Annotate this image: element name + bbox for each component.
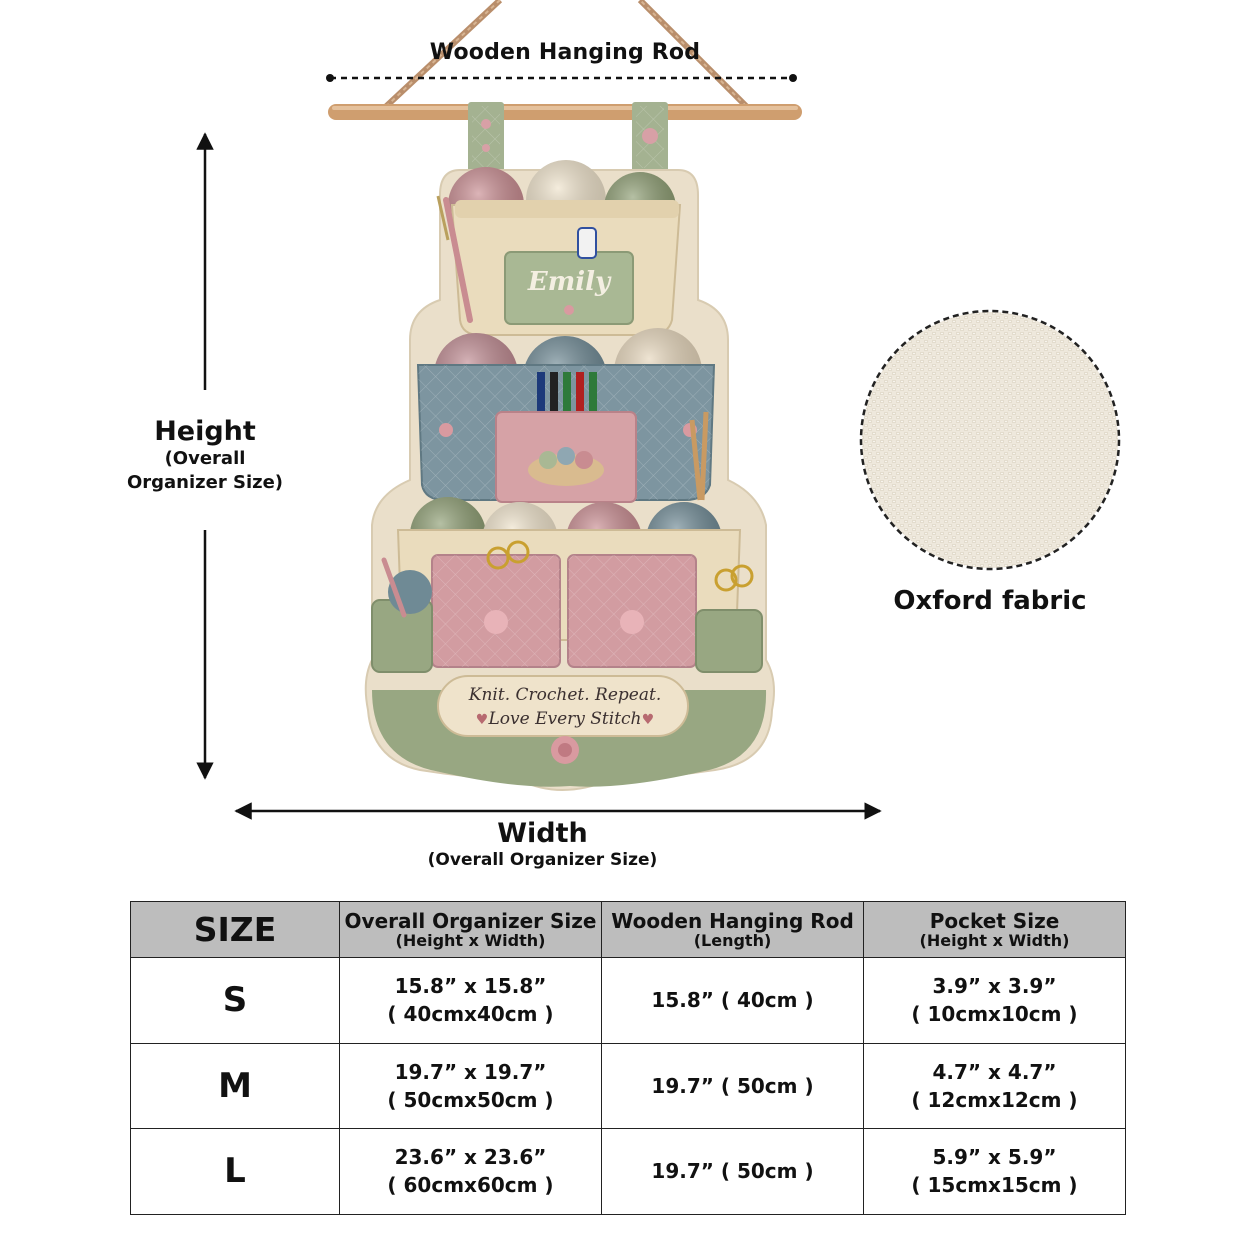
- size-table: SIZE Overall Organizer Size (Height x Wi…: [130, 901, 1126, 1215]
- header-size: SIZE: [130, 901, 340, 958]
- header-rod-sub: (Length): [693, 930, 772, 950]
- header-pocket-sub: (Height x Width): [919, 930, 1070, 950]
- name-tag-text: Emily: [527, 267, 612, 297]
- height-subtitle-1: (Overall: [164, 448, 246, 469]
- rod-length-cell: 15.8” ( 40cm ): [601, 957, 864, 1044]
- pocket-cm: ( 15cmx15cm ): [911, 1173, 1078, 1198]
- fabric-swatch: [859, 309, 1121, 571]
- table-header-row: SIZE Overall Organizer Size (Height x Wi…: [130, 901, 1126, 958]
- banner-line-2: Love Every Stitch: [487, 709, 641, 729]
- pocket-size-cell: 4.7” x 4.7” ( 12cmx12cm ): [863, 1042, 1126, 1129]
- header-pocket-main: Pocket Size: [929, 908, 1060, 933]
- top-basket: Emily: [436, 160, 682, 336]
- overall-inches: 15.8” x 15.8”: [394, 974, 547, 999]
- size-cell: M: [130, 1042, 340, 1129]
- table-row: S 15.8” x 15.8” ( 40cmx40cm ) 15.8” ( 40…: [130, 957, 1126, 1044]
- table-row: L 23.6” x 23.6” ( 60cmx60cm ) 19.7” ( 50…: [130, 1128, 1126, 1215]
- width-subtitle: (Overall Organizer Size): [427, 850, 658, 870]
- header-rod: Wooden Hanging Rod (Length): [601, 901, 864, 958]
- heart-icon: ♥: [476, 712, 489, 728]
- overall-cm: ( 60cmx60cm ): [387, 1173, 554, 1198]
- pocket-cm: ( 10cmx10cm ): [911, 1002, 1078, 1027]
- header-rod-main: Wooden Hanging Rod: [611, 908, 854, 933]
- overall-size-cell: 19.7” x 19.7” ( 50cmx50cm ): [339, 1042, 602, 1129]
- size-cell: S: [130, 957, 340, 1044]
- width-dimension-label: Width (Overall Organizer Size): [380, 818, 705, 871]
- rod-dimension-label: Wooden Hanging Rod: [429, 40, 701, 65]
- banner-line-1: Knit. Crochet. Repeat.: [468, 685, 661, 705]
- overall-size-cell: 15.8” x 15.8” ( 40cmx40cm ): [339, 957, 602, 1044]
- height-dimension-label: Height (Overall Organizer Size): [110, 416, 300, 495]
- heart-icon: ♥: [642, 712, 655, 728]
- overall-inches: 23.6” x 23.6”: [394, 1145, 547, 1170]
- overall-size-cell: 23.6” x 23.6” ( 60cmx60cm ): [339, 1128, 602, 1215]
- pocket-cm: ( 12cmx12cm ): [911, 1087, 1078, 1112]
- overall-inches: 19.7” x 19.7”: [394, 1059, 547, 1084]
- hanging-rope: [377, 0, 755, 115]
- rod-length-cell: 19.7” ( 50cm ): [601, 1128, 864, 1215]
- wooden-rod: [328, 104, 802, 120]
- middle-basket: [416, 328, 716, 503]
- fabric-label: Oxford fabric: [893, 586, 1087, 616]
- product-illustration: Emily: [196, 0, 1121, 820]
- hanging-straps: [468, 102, 668, 172]
- pocket-size-cell: 3.9” x 3.9” ( 10cmx10cm ): [863, 957, 1126, 1044]
- rod-length-cell: 19.7” ( 50cm ): [601, 1042, 864, 1129]
- header-pocket-size: Pocket Size (Height x Width): [863, 901, 1126, 958]
- overall-cm: ( 50cmx50cm ): [387, 1087, 554, 1112]
- rod-dimension-line: [326, 74, 797, 82]
- pocket-inches: 5.9” x 5.9”: [932, 1145, 1057, 1170]
- pocket-inches: 3.9” x 3.9”: [932, 974, 1057, 999]
- size-cell: L: [130, 1128, 340, 1215]
- height-title: Height: [154, 416, 256, 447]
- header-overall-size: Overall Organizer Size (Height x Width): [339, 901, 602, 958]
- height-subtitle-2: Organizer Size): [126, 472, 284, 493]
- overall-cm: ( 40cmx40cm ): [387, 1002, 554, 1027]
- header-overall-sub: (Height x Width): [395, 930, 546, 950]
- pocket-size-cell: 5.9” x 5.9” ( 15cmx15cm ): [863, 1128, 1126, 1215]
- width-title: Width: [497, 818, 588, 849]
- bottom-basket: [371, 497, 763, 673]
- header-overall-main: Overall Organizer Size: [344, 908, 597, 933]
- table-row: M 19.7” x 19.7” ( 50cmx50cm ) 19.7” ( 50…: [130, 1042, 1126, 1129]
- slogan-banner: Knit. Crochet. Repeat. Love Every Stitch…: [437, 675, 689, 764]
- pocket-inches: 4.7” x 4.7”: [932, 1059, 1057, 1084]
